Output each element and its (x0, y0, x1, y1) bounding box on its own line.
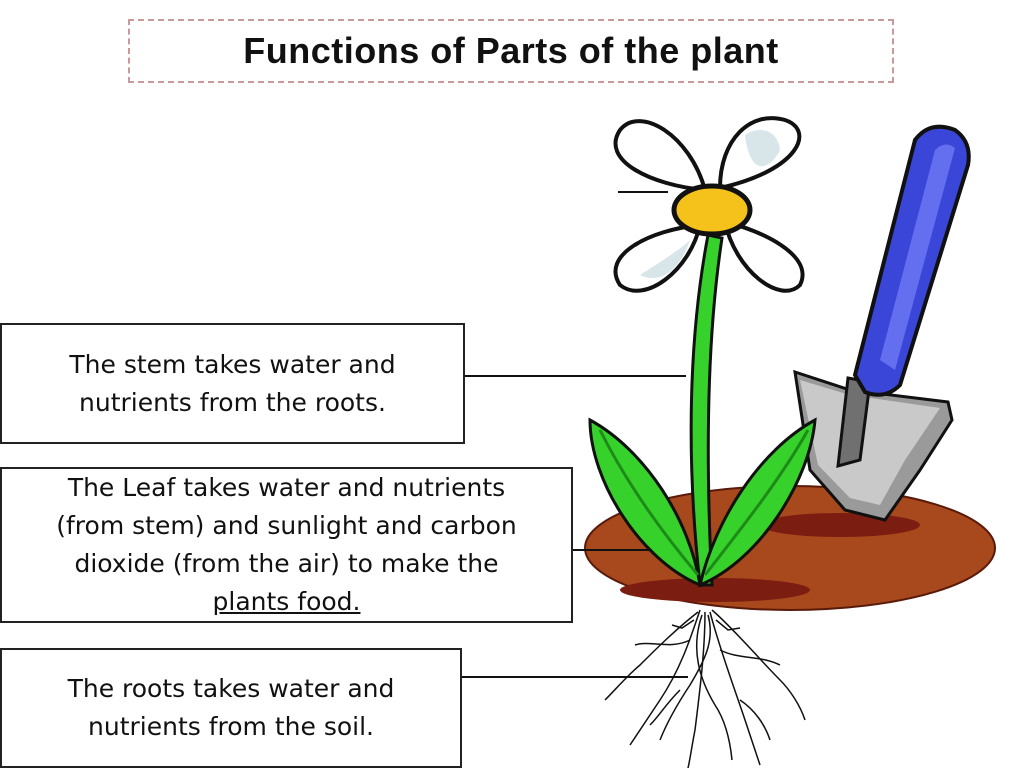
stem-label-line: The stem takes water and (69, 349, 396, 379)
roots-label-line: nutrients from the soil. (88, 712, 374, 741)
connector-lines (462, 191, 688, 678)
trowel-icon (793, 124, 971, 522)
title-box: Functions of Parts of the plant (128, 19, 894, 83)
page-title: Functions of Parts of the plant (243, 30, 779, 71)
roots-label-box: The roots takes water and nutrients from… (0, 648, 462, 768)
leaf-label-line: dioxide (from the air) to make the (74, 549, 499, 578)
stem-label-box: The stem takes water and nutrients from … (0, 323, 465, 444)
stem-label-line: nutrients from the roots. (79, 387, 386, 417)
roots-icon (604, 609, 806, 768)
flower-icon (613, 116, 805, 293)
leaf-icon (588, 417, 817, 588)
leaf-label-line: plants food. (212, 587, 361, 616)
leaf-label-line: The Leaf takes water and nutrients (67, 473, 506, 502)
leaf-label-box: The Leaf takes water and nutrients (from… (0, 467, 573, 623)
stem-shape (689, 233, 724, 587)
roots-label-line: The roots takes water and (67, 674, 395, 703)
leaf-label-line: (from stem) and sunlight and carbon (56, 511, 517, 540)
